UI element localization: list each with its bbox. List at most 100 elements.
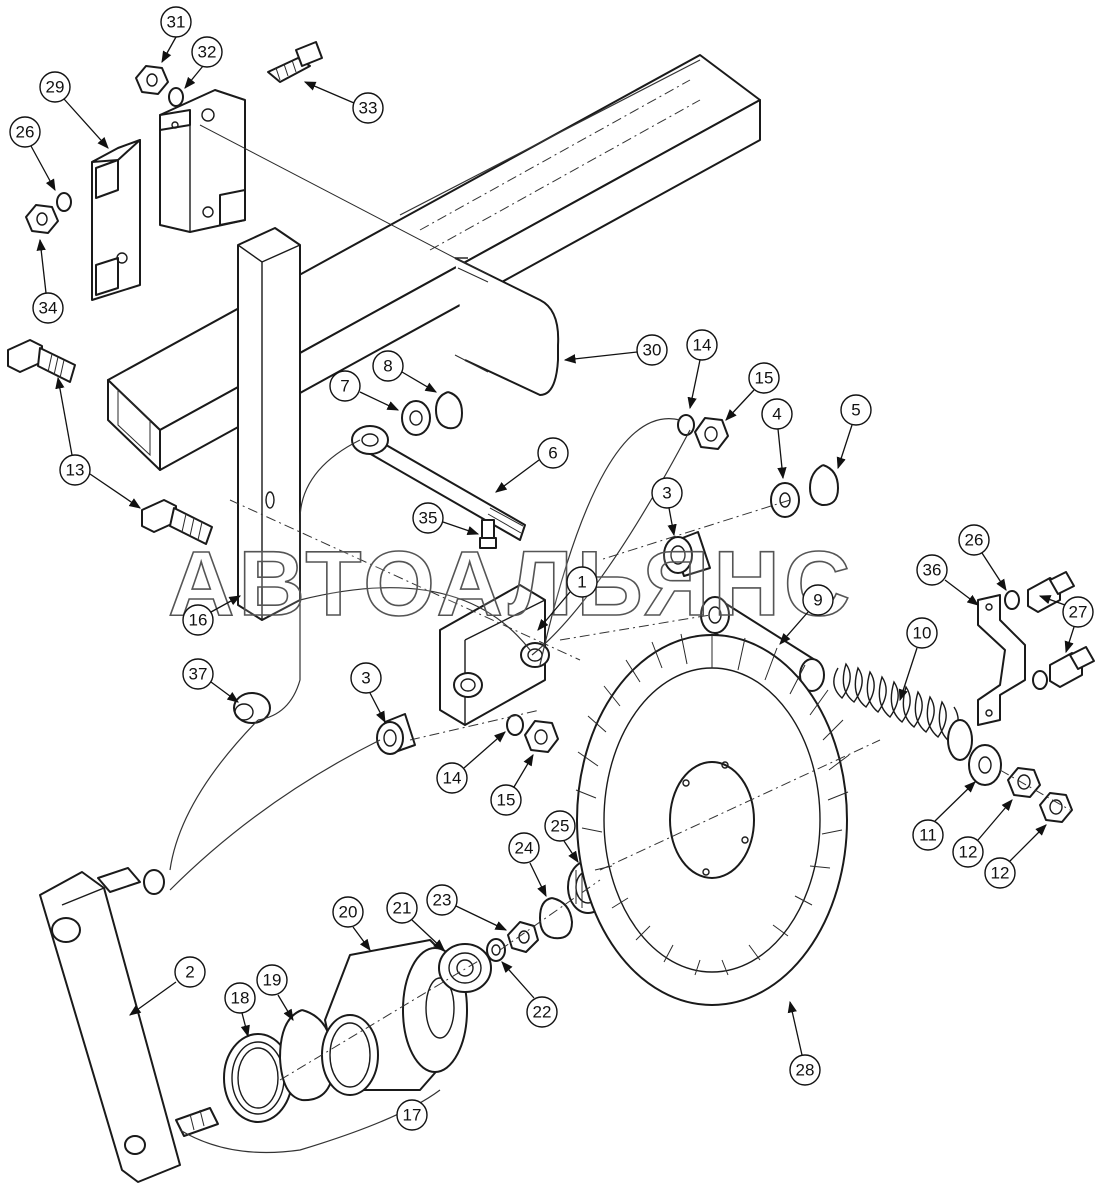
callout-21: 21 [386,892,445,951]
spring-bracket-36 [977,594,1026,726]
callout-3-lower: 3 [350,662,386,724]
washer-22 [486,938,506,962]
lock-washer-14-lower [506,714,524,736]
assembly-lines [169,418,1071,1154]
callout-29: 29 [39,71,109,149]
circlip-8 [435,391,463,430]
svg-text:9: 9 [813,591,822,610]
bearing-21 [438,943,492,993]
pivot-pin-6 [351,425,526,541]
compression-spring-10 [833,662,973,761]
svg-text:22: 22 [533,1003,552,1022]
callout-9: 9 [779,584,834,645]
nut-15-upper [694,417,729,450]
callout-4: 4 [761,398,793,480]
nut-31 [135,65,169,95]
svg-text:25: 25 [551,817,570,836]
callout-28: 28 [787,1000,821,1086]
callout-35: 35 [412,502,480,536]
callout-8: 8 [372,350,438,393]
svg-text:33: 33 [359,99,378,118]
svg-text:28: 28 [796,1061,815,1080]
callout-26-right: 26 [958,524,1007,591]
washer-26-right-lower [1032,670,1048,690]
callout-31: 31 [160,6,192,64]
svg-text:34: 34 [39,299,58,318]
callout-36: 36 [916,554,979,606]
snap-ring-5 [809,464,839,507]
svg-text:26: 26 [965,531,984,550]
bolt-13-lower [141,499,213,545]
svg-text:7: 7 [340,377,349,396]
watermark-text: АВТОАЛЬЯНС [168,533,854,635]
callout-14-lower: 14 [436,731,506,794]
mount-bracket [159,89,246,233]
svg-text:37: 37 [189,665,208,684]
washer-4 [770,482,800,518]
callout-16: 16 [182,595,242,636]
nut-15-lower [524,720,559,753]
link-arm-2 [39,867,219,1183]
callout-22: 22 [501,961,558,1028]
svg-text:6: 6 [548,444,557,463]
bolt-13-upper [7,339,76,383]
callout-13: 13 [55,376,141,509]
svg-text:1: 1 [577,573,586,592]
svg-text:15: 15 [497,791,516,810]
svg-text:27: 27 [1069,603,1088,622]
callout-12-left: 12 [952,799,1013,868]
washer-7 [401,400,431,436]
callout-3-upper: 3 [651,477,683,537]
svg-text:14: 14 [693,336,712,355]
svg-text:29: 29 [46,78,65,97]
u-bolt-30 [199,124,560,396]
callout-11: 11 [912,781,976,851]
bolt-27-lower [1049,646,1095,688]
coulter-disc-28 [575,633,881,1006]
callout-34: 34 [32,238,64,324]
svg-text:36: 36 [923,561,942,580]
bushing-3-upper [663,531,711,577]
svg-text:18: 18 [231,989,250,1008]
callout-27: 27 [1038,595,1094,654]
svg-text:15: 15 [755,369,774,388]
callout-5: 5 [836,394,872,470]
callout-6: 6 [495,437,569,493]
callout-12-right: 12 [984,824,1047,889]
svg-text:8: 8 [383,357,392,376]
svg-text:14: 14 [443,769,462,788]
callout-24: 24 [508,832,547,898]
callout-10: 10 [898,617,938,702]
nut-34 [25,204,59,234]
svg-text:10: 10 [913,624,932,643]
svg-text:12: 12 [991,864,1010,883]
bolt-27-upper [1027,571,1075,613]
seal-18 [223,1033,293,1123]
bushing-37 [233,692,271,724]
callout-37: 37 [182,658,239,703]
callout-23: 23 [426,884,508,931]
washer-26-right [1004,590,1020,610]
callout-33: 33 [303,81,384,124]
pivot-housing [439,584,550,726]
callout-18: 18 [224,982,256,1038]
svg-text:13: 13 [66,461,85,480]
callout-20: 20 [332,896,371,951]
svg-text:19: 19 [263,971,282,990]
svg-text:4: 4 [772,405,781,424]
nut-12b [1039,792,1073,823]
callout-19: 19 [256,964,294,1022]
svg-text:24: 24 [515,839,534,858]
lock-washer-32 [168,87,184,107]
bushing-3-lower [376,713,416,755]
callout-26-left: 26 [9,116,56,192]
snap-ring-24 [539,897,573,940]
svg-text:12: 12 [959,843,978,862]
callout-1: 1 [537,566,598,631]
svg-text:35: 35 [419,509,438,528]
callout-30: 30 [563,334,668,366]
svg-text:11: 11 [919,826,937,845]
washer-26-left [56,192,72,212]
callout-2: 2 [129,956,206,1016]
